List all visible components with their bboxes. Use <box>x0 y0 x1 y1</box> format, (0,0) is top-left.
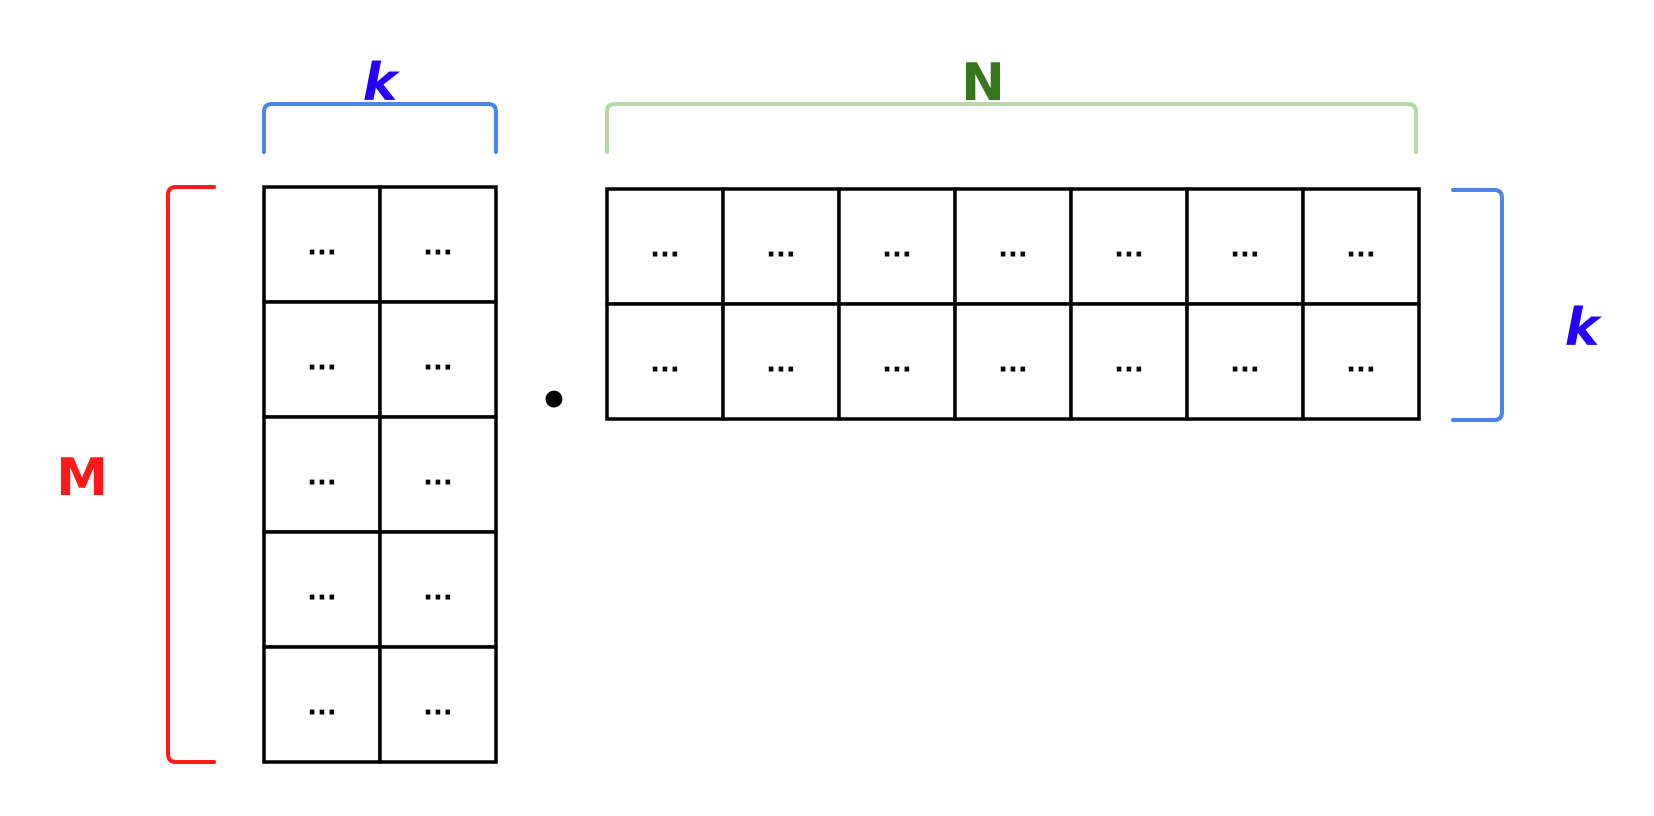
left-matrix-row-label: M <box>56 448 108 508</box>
right-matrix-cell <box>837 187 957 306</box>
right-matrix-cell-text: ... <box>882 234 912 264</box>
right-matrix-cell <box>1301 302 1421 421</box>
right-matrix-cell <box>1185 302 1305 421</box>
right-matrix-cell-text: ... <box>998 234 1028 264</box>
right-matrix-cell-text: ... <box>1114 234 1144 264</box>
right-matrix-cell <box>837 302 957 421</box>
left-matrix-column-label: k <box>363 53 401 113</box>
right-matrix-cell <box>605 187 725 306</box>
right-matrix-cell-text: ... <box>650 234 680 264</box>
left-matrix-cell-text: ... <box>307 577 337 607</box>
left-matrix-cell-text: ... <box>423 347 453 377</box>
left-matrix-row-brace <box>166 185 216 764</box>
right-matrix-column-brace <box>605 102 1418 154</box>
left-matrix-column-brace <box>262 102 498 154</box>
left-matrix-cell <box>378 530 498 649</box>
left-matrix-cell <box>378 185 498 304</box>
right-matrix-cell <box>953 187 1073 306</box>
right-matrix-row-label: k <box>1565 298 1603 358</box>
right-matrix-cell-text: ... <box>998 349 1028 379</box>
right-matrix-cell <box>1069 187 1189 306</box>
right-matrix-cell-text: ... <box>1346 349 1376 379</box>
right-matrix-cell-text: ... <box>1346 234 1376 264</box>
left-matrix-cell <box>262 645 382 764</box>
right-matrix-cell-text: ... <box>1114 349 1144 379</box>
right-matrix-cell-text: ... <box>1230 234 1260 264</box>
right-matrix-cell <box>721 302 841 421</box>
left-matrix-cell <box>378 415 498 534</box>
left-matrix-cell-text: ... <box>423 462 453 492</box>
right-matrix-cell <box>605 302 725 421</box>
left-matrix-cell-text: ... <box>423 577 453 607</box>
right-matrix-cell-text: ... <box>882 349 912 379</box>
left-matrix-cell-text: ... <box>307 347 337 377</box>
right-matrix-cell-text: ... <box>1230 349 1260 379</box>
left-matrix-cell <box>378 645 498 764</box>
right-matrix-column-label: N <box>961 53 1005 113</box>
right-matrix-cell-text: ... <box>766 349 796 379</box>
multiply-operator: • <box>539 373 570 429</box>
left-matrix: .............................. <box>262 185 498 764</box>
right-matrix-cell-text: ... <box>650 349 680 379</box>
right-matrix-cell-text: ... <box>766 234 796 264</box>
left-matrix-cell-text: ... <box>307 692 337 722</box>
left-matrix-cell-text: ... <box>423 692 453 722</box>
right-matrix-row-brace <box>1451 188 1504 422</box>
left-matrix-cell-text: ... <box>307 232 337 262</box>
right-matrix-cell <box>953 302 1073 421</box>
right-matrix: ........................................… <box>605 187 1421 421</box>
left-matrix-cell-text: ... <box>307 462 337 492</box>
left-matrix-cell-text: ... <box>423 232 453 262</box>
